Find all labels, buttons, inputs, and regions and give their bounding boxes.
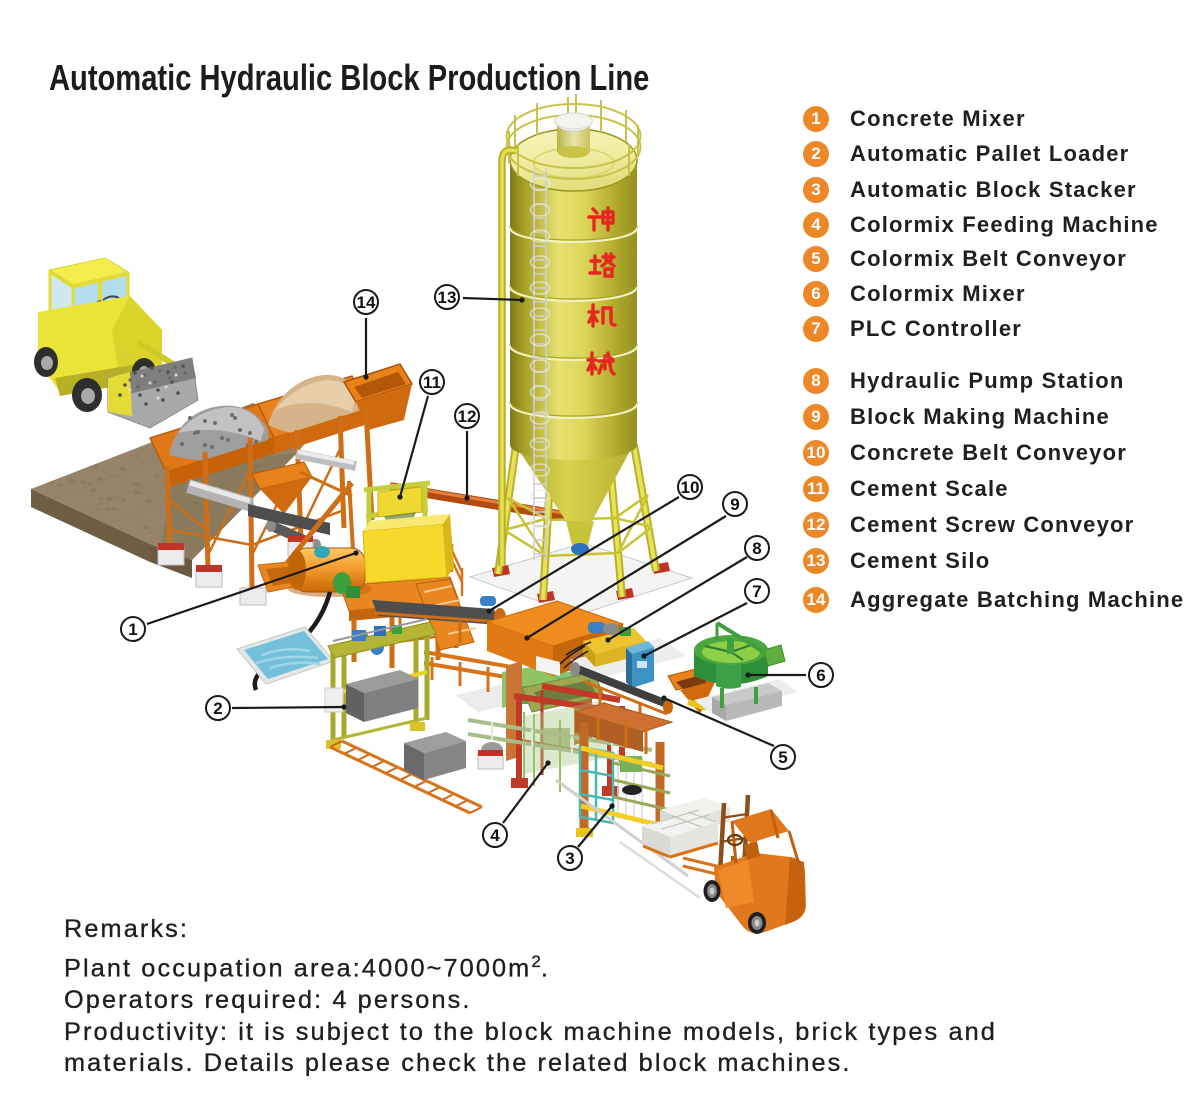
- svg-text:1: 1: [128, 620, 137, 639]
- svg-text:2: 2: [213, 699, 222, 718]
- svg-text:12: 12: [458, 407, 477, 426]
- svg-text:14: 14: [357, 293, 376, 312]
- svg-text:7: 7: [752, 582, 761, 601]
- svg-text:5: 5: [778, 748, 787, 767]
- svg-text:8: 8: [752, 539, 761, 558]
- svg-text:9: 9: [730, 495, 739, 514]
- svg-text:6: 6: [816, 666, 825, 685]
- svg-text:4: 4: [490, 826, 500, 845]
- svg-text:10: 10: [681, 478, 700, 497]
- svg-text:13: 13: [438, 288, 457, 307]
- svg-text:3: 3: [565, 849, 574, 868]
- svg-text:11: 11: [423, 373, 441, 392]
